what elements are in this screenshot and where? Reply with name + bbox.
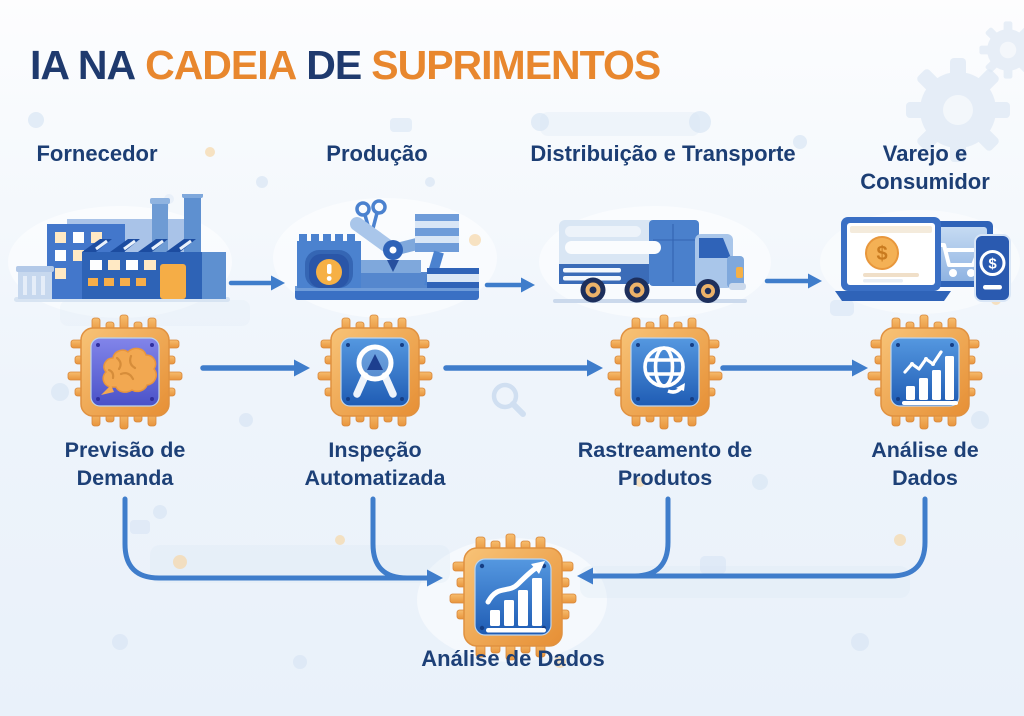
truck-wheels — [580, 277, 720, 303]
factory-door — [160, 264, 186, 299]
factory-icon — [14, 194, 230, 302]
connector-analysis-to-center — [590, 496, 928, 579]
cart-icon — [937, 243, 981, 267]
globe-chip-icon — [607, 314, 723, 430]
title-part-2: CADEIA — [145, 42, 297, 88]
ai-label-analise-dados: Análise de Dados — [871, 438, 979, 490]
phone-payment: $ — [974, 234, 1011, 302]
stage-label-distribuicao: Distribuição e Transporte — [530, 141, 796, 166]
ai-label-inspecao-automatizada: Inspeção Automatizada — [304, 438, 446, 490]
bar-chart-glyph — [902, 356, 958, 405]
connector-demand-to-center — [122, 496, 430, 581]
title-part-1: IA NA — [30, 42, 136, 88]
stage-label-varejo: Varejo e Consumidor — [860, 141, 990, 194]
gear-icon — [906, 58, 1010, 162]
stage-label-producao: Produção — [326, 141, 428, 166]
gear-icon — [979, 21, 1024, 79]
dollar-circle-icon — [979, 250, 1006, 276]
ecommerce-devices-icon: $ $ — [835, 217, 1011, 302]
magnifier-doodle-icon — [491, 382, 526, 417]
brain-chip-icon — [67, 314, 183, 430]
brain-glyph — [101, 347, 157, 395]
headlight — [736, 267, 743, 278]
svg-text:$: $ — [876, 243, 887, 265]
ai-label-rastreamento-produtos: Rastreamento de Produtos — [577, 438, 753, 490]
trend-chart-glyph — [486, 578, 546, 633]
magnifier-chip-icon — [317, 314, 433, 430]
globe-glyph — [643, 346, 685, 394]
stage-label-fornecedor: Fornecedor — [36, 141, 158, 166]
connector-inspection-to-center — [370, 496, 430, 581]
svg-text:$: $ — [988, 256, 997, 273]
connector-tracking-to-center — [590, 496, 671, 579]
laptop-payment: $ — [835, 217, 951, 301]
center-label-analise-dados: Análise de Dados — [421, 646, 605, 671]
delivery-truck-icon — [553, 220, 747, 303]
bar-chart-chip-icon — [867, 314, 983, 430]
dollar-coin-icon — [865, 236, 899, 270]
title-part-3: DE — [306, 42, 362, 88]
magnifier-glyph — [353, 344, 397, 398]
production-machine-icon — [295, 199, 479, 300]
title-part-4: SUPRIMENTOS — [371, 42, 661, 88]
ai-label-previsao-demanda: Previsão de Demanda — [64, 438, 186, 490]
trend-chart-chip-icon — [449, 533, 577, 661]
